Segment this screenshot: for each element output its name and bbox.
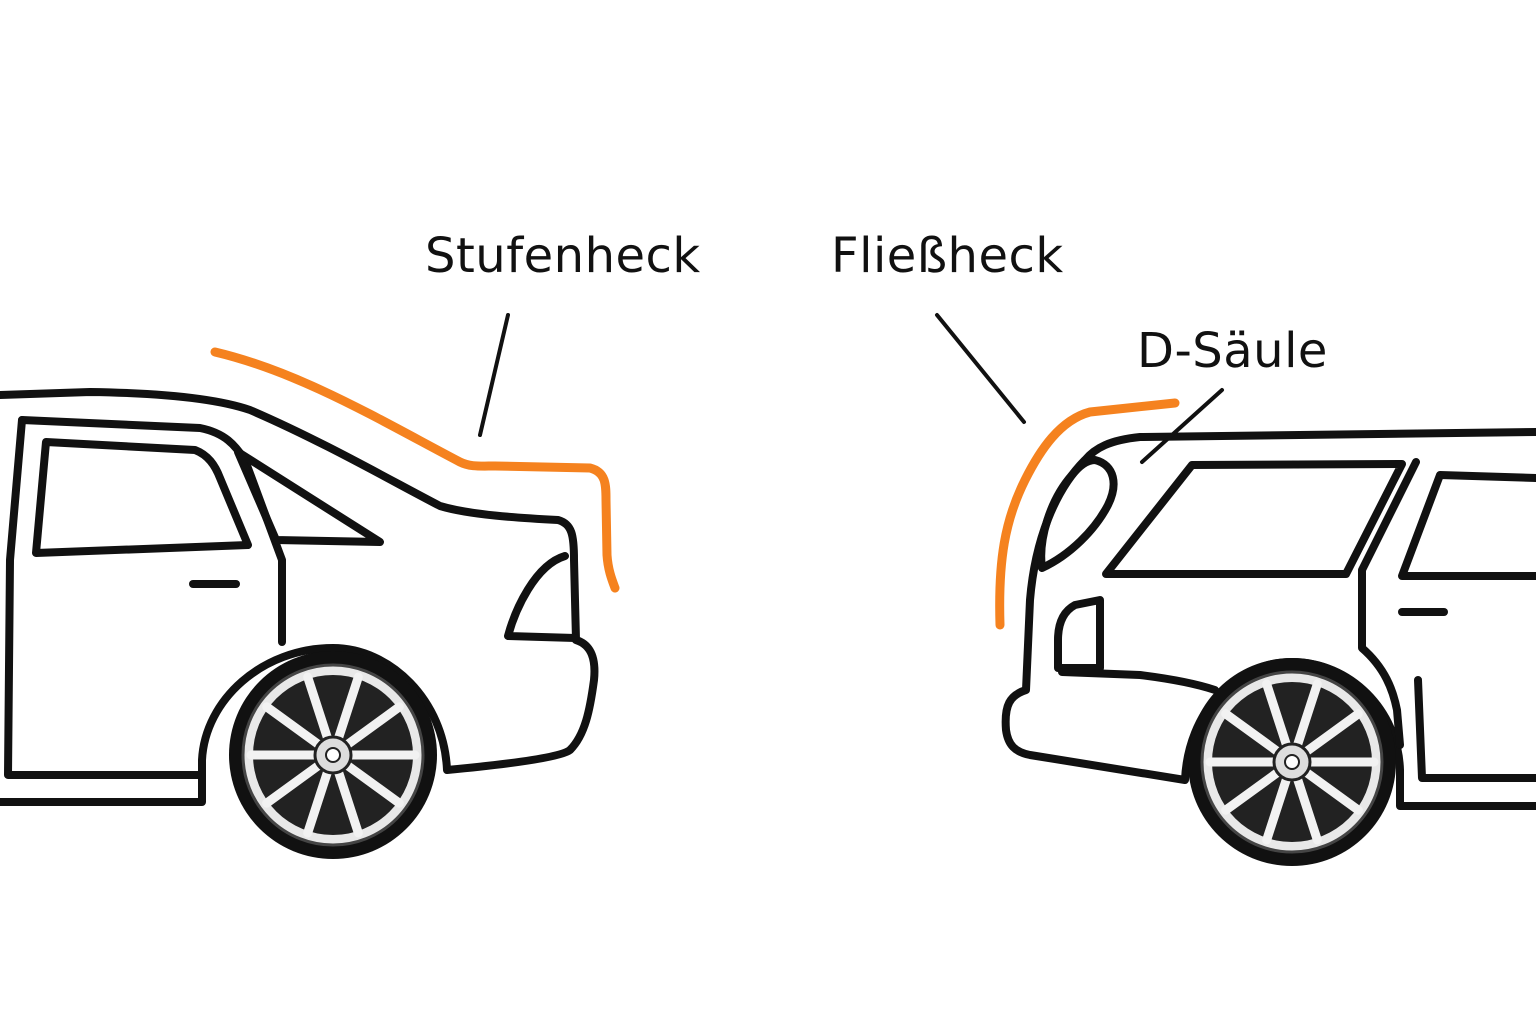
label-d-saeule: D-Säule: [1137, 323, 1328, 379]
wheel-spoke: [333, 672, 363, 745]
wagon-rear-window: [1102, 460, 1406, 578]
wheel-spoke: [1221, 766, 1284, 815]
wagon-bumper-line: [1058, 668, 1219, 694]
wheel-spoke: [303, 672, 333, 745]
wheel-center-cap: [1284, 754, 1300, 770]
fastback-highlight: [995, 398, 1180, 630]
wagon-lower-lamp: [1054, 596, 1104, 672]
wheel-spoke: [1300, 709, 1363, 758]
wheel-spoke: [303, 765, 333, 838]
wheel-spoke: [1292, 679, 1322, 752]
wheel-spoke: [1262, 772, 1292, 845]
wheel-center-cap: [325, 747, 341, 763]
label-stufenheck: Stufenheck: [425, 228, 701, 284]
sedan-side-window: [32, 438, 252, 557]
sedan-door-edge: [4, 416, 202, 779]
sedan-car: [0, 313, 620, 859]
wheel-spoke: [262, 759, 325, 808]
sedan-taillight: [504, 552, 579, 642]
wagon-side-window: [1398, 471, 1536, 580]
fastback-pointer-line: [935, 313, 1026, 424]
wheel-spoke: [262, 702, 325, 751]
sedan-quarter-window: [234, 448, 384, 546]
wagon-taillight: [1037, 456, 1118, 572]
sedan-wheel: [229, 651, 437, 859]
wheel-spoke: [341, 759, 404, 808]
notchback-highlight: [210, 347, 620, 593]
wagon-door-line: [1358, 458, 1420, 749]
label-fliessheck: Fließheck: [831, 228, 1064, 284]
wheel-spoke: [341, 702, 404, 751]
wheel-spoke: [333, 765, 363, 838]
wagon-rocker: [1414, 676, 1536, 782]
wagon-car: [935, 313, 1536, 866]
wheel-spoke: [1292, 772, 1322, 845]
d-pillar-pointer-line: [1140, 388, 1224, 464]
wheel-spoke: [1221, 709, 1284, 758]
wagon-wheel: [1188, 658, 1396, 866]
sedan-body-outline: [0, 388, 599, 806]
wheel-spoke: [1262, 679, 1292, 752]
notchback-pointer-line: [478, 313, 510, 437]
wheel-spoke: [1300, 766, 1363, 815]
